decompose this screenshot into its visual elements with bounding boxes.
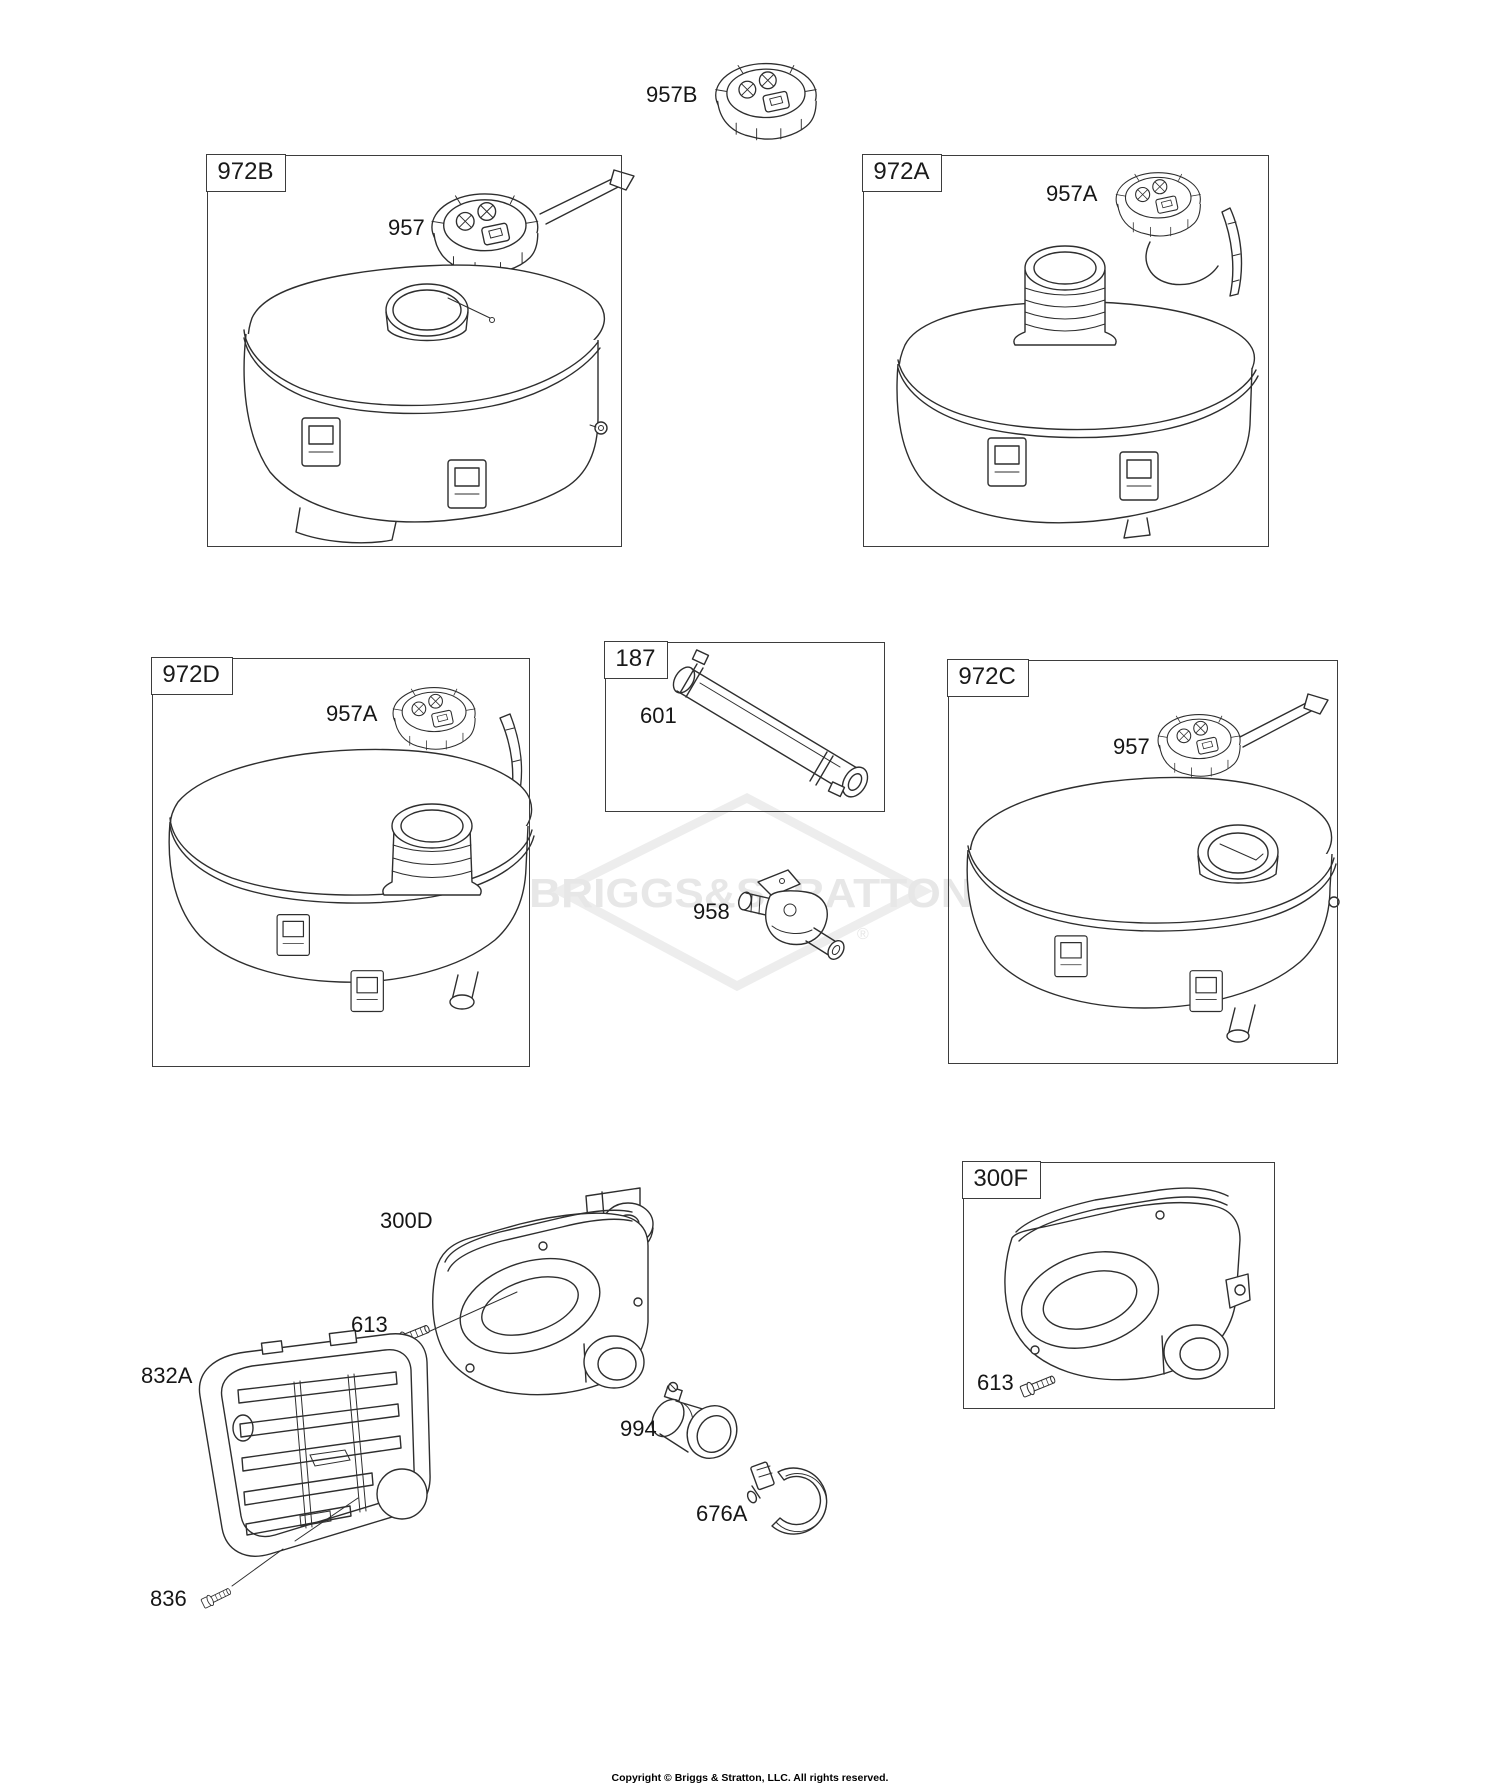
part-label-957b: 957B <box>646 82 698 107</box>
drawing-exhaust-clamp-676a <box>746 1461 828 1535</box>
drawing-fuel-line-601 <box>672 649 869 798</box>
part-label-957a-972d: 957A <box>326 701 378 726</box>
drawing-muffler-300f <box>1004 1187 1251 1381</box>
drawing-fuel-cap-957b <box>715 62 817 141</box>
section-label-972d: 972D <box>151 657 233 695</box>
drawing-fuel-tank-972a <box>896 172 1259 539</box>
part-label-300d: 300D <box>380 1208 433 1233</box>
part-label-601: 601 <box>640 703 677 728</box>
drawing-fuel-tank-972c <box>966 693 1340 1043</box>
drawing-exhaust-adapter-994 <box>651 1381 738 1459</box>
section-box-300f: 300F <box>962 1161 1275 1409</box>
section-label-300f: 300F <box>962 1161 1042 1199</box>
part-label-613: 613 <box>351 1312 388 1337</box>
section-box-972b: 972B <box>206 154 622 547</box>
section-label-187: 187 <box>604 641 669 679</box>
part-label-836: 836 <box>150 1586 187 1611</box>
part-label-613-300f: 613 <box>977 1370 1014 1395</box>
drawing-screw-836 <box>200 1497 359 1610</box>
drawing-fuel-tank-972d <box>168 687 535 1013</box>
part-label-957-972b: 957 <box>388 215 425 240</box>
section-box-972c: 972C <box>947 659 1338 1064</box>
part-label-676a: 676A <box>696 1501 748 1526</box>
registered-mark: ® <box>857 926 869 943</box>
part-label-957a-972a: 957A <box>1046 181 1098 206</box>
drawing-fuel-tank-972b <box>243 169 635 544</box>
drawing-shutoff-valve-958 <box>738 869 845 960</box>
copyright-notice: Copyright © Briggs & Stratton, LLC. All … <box>611 1772 889 1784</box>
section-label-972b: 972B <box>206 154 287 192</box>
section-box-187: 187 <box>604 641 885 812</box>
drawing-muffler-guard-832a <box>198 1329 431 1557</box>
part-label-832a: 832A <box>141 1363 193 1388</box>
section-label-972c: 972C <box>947 659 1029 697</box>
watermark-diamond <box>550 792 933 992</box>
drawing-bolt-613 <box>391 1291 518 1349</box>
drawing-muffler-300d <box>432 1187 654 1396</box>
section-box-972a: 972A <box>862 154 1269 547</box>
brand-watermark: BRIGGS&STRATTON ® <box>529 786 973 998</box>
section-box-972d: 972D <box>151 657 530 1067</box>
section-label-972a: 972A <box>862 154 943 192</box>
part-label-958: 958 <box>693 899 730 924</box>
part-label-994: 994 <box>620 1416 657 1441</box>
part-label-957-972c: 957 <box>1113 734 1150 759</box>
